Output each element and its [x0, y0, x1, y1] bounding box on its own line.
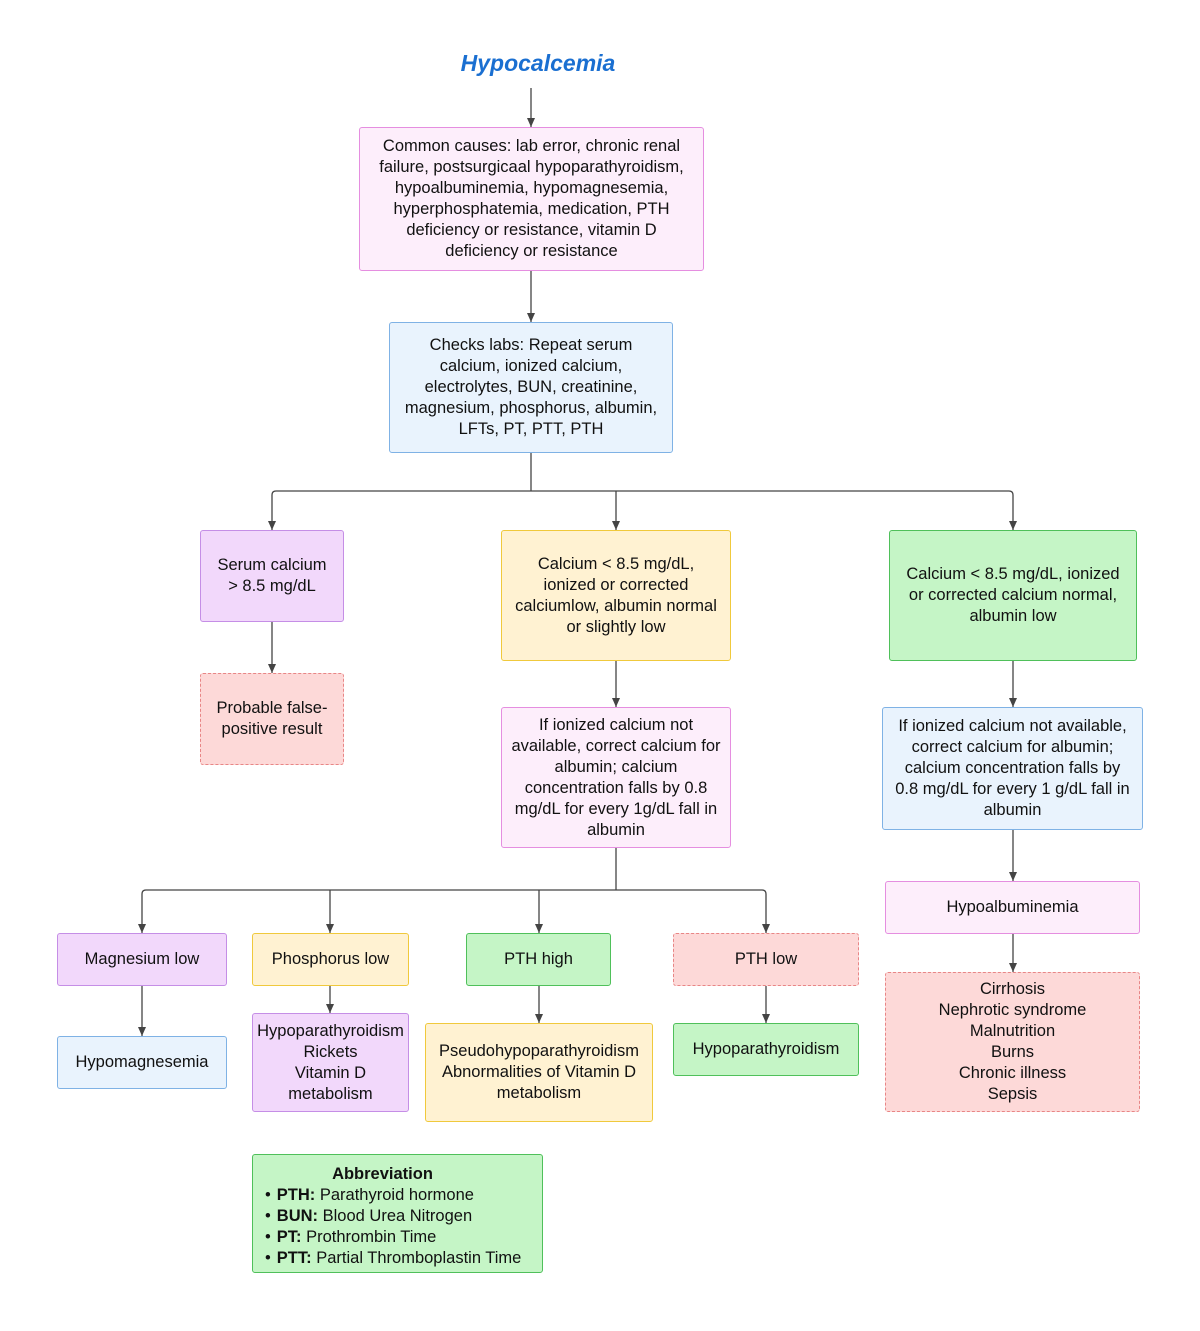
magnesium-low-box: Magnesium low [57, 933, 227, 986]
common-causes-box: Common causes: lab error, chronic renal … [359, 127, 704, 271]
edge-labs-right [531, 490, 1017, 530]
pth-low-box: PTH low [673, 933, 859, 986]
hypoalbuminemia-box: Hypoalbuminemia [885, 881, 1140, 934]
phosphorus-causes-box: Hypoparathyroidism Rickets Vitamin D met… [252, 1013, 409, 1112]
abbreviation-item: PTH: Parathyroid hormone [265, 1185, 530, 1206]
abbreviation-title: Abbreviation [332, 1165, 433, 1183]
hypoalbuminemia-causes-box: Cirrhosis Nephrotic syndrome Malnutritio… [885, 972, 1140, 1112]
false-positive-box: Probable false- positive result [200, 673, 344, 765]
edge-split-pthlow [616, 889, 770, 933]
abbreviation-definition: Parathyroid hormone [319, 1186, 474, 1204]
phosphorus-low-box: Phosphorus low [252, 933, 409, 986]
correct-calcium-mid-box: If ionized calcium not available, correc… [501, 707, 731, 848]
check-labs-box: Checks labs: Repeat serum calcium, ioniz… [389, 322, 673, 453]
abbreviation-term: PTH: [276, 1186, 316, 1204]
serum-calcium-high-box: Serum calcium > 8.5 mg/dL [200, 530, 344, 622]
diagram-title: Hypocalcemia [460, 50, 616, 76]
abbreviation-definition: Partial Thromboplastin Time [316, 1249, 522, 1267]
abbreviation-term: PT: [276, 1228, 302, 1246]
calcium-low-albumin-normal-box: Calcium < 8.5 mg/dL, ionized or correcte… [501, 530, 731, 661]
abbreviation-item: PT: Prothrombin Time [265, 1227, 530, 1248]
abbreviation-item: BUN: Blood Urea Nitrogen [265, 1206, 530, 1227]
edge-split-mg [138, 889, 616, 933]
edge-labs-left [268, 490, 531, 530]
abbreviation-term: PTT: [276, 1249, 312, 1267]
pth-high-causes-box: Pseudohypoparathyroidism Abnormalities o… [425, 1023, 653, 1122]
hypomagnesemia-box: Hypomagnesemia [57, 1036, 227, 1089]
abbreviation-item: PTT: Partial Thromboplastin Time [265, 1248, 530, 1269]
abbreviation-list: PTH: Parathyroid hormone BUN: Blood Urea… [265, 1185, 530, 1269]
hypoparathyroidism-box: Hypoparathyroidism [673, 1023, 859, 1076]
pth-high-box: PTH high [466, 933, 611, 986]
abbreviation-definition: Prothrombin Time [306, 1228, 437, 1246]
abbreviation-definition: Blood Urea Nitrogen [322, 1207, 473, 1225]
calcium-low-albumin-low-box: Calcium < 8.5 mg/dL, ionized or correcte… [889, 530, 1137, 661]
correct-calcium-right-box: If ionized calcium not available, correc… [882, 707, 1143, 830]
abbreviation-term: BUN: [276, 1207, 319, 1225]
abbreviation-box: Abbreviation PTH: Parathyroid hormone BU… [252, 1154, 543, 1273]
